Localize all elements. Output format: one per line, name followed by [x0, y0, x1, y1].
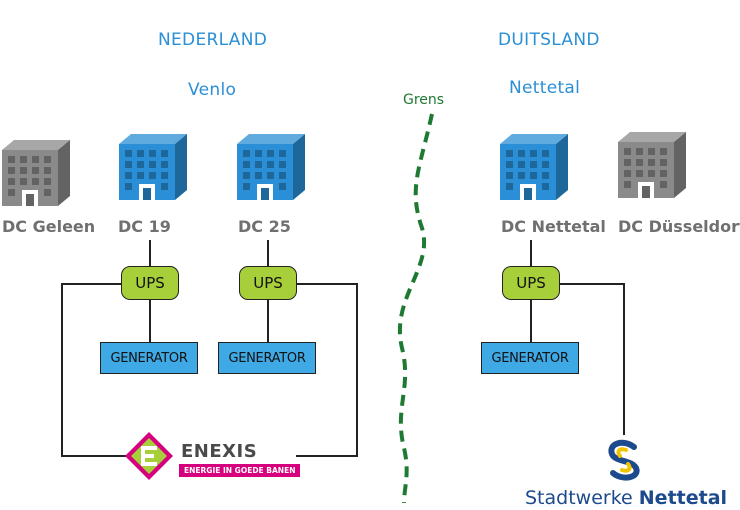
country-label-nederland: NEDERLAND: [158, 30, 268, 50]
border-label: Grens: [403, 92, 445, 108]
building-icon-dc-nettetal: [500, 134, 568, 200]
connector-line: [296, 455, 358, 457]
connector-line: [61, 455, 131, 457]
city-label-venlo: Venlo: [188, 80, 237, 100]
connector-line: [149, 240, 151, 266]
generator-box-dc-nettetal: GENERATOR: [481, 342, 579, 374]
connector-line: [61, 283, 63, 456]
building-icon-dc-dusseldorf: [618, 132, 686, 198]
connector-line: [356, 283, 358, 457]
connector-line: [530, 240, 532, 266]
city-label-nettetal: Nettetal: [509, 78, 581, 98]
dc-label-geleen: DC Geleen: [2, 217, 96, 236]
building-icon-dc-19: [119, 134, 187, 200]
country-label-duitsland: DUITSLAND: [498, 30, 600, 50]
connector-line: [61, 283, 121, 285]
enexis-tagline: ENERGIE IN GOEDE BANEN: [179, 464, 301, 477]
enexis-logo: ENEXIS ENERGIE IN GOEDE BANEN: [123, 430, 303, 482]
stadtwerke-logo-icon: [608, 439, 640, 481]
connector-line: [149, 300, 151, 342]
enexis-name: ENEXIS: [181, 441, 258, 462]
building-icon-dc-geleen: [2, 140, 70, 206]
ups-box-dc-19: UPS: [121, 266, 179, 300]
dc-label-nettetal: DC Nettetal: [501, 217, 606, 236]
connector-line: [530, 300, 532, 342]
stadtwerke-nettetal-logo: Stadtwerke Nettetal: [522, 438, 732, 510]
ups-box-dc-25: UPS: [239, 266, 297, 300]
dc-label-19: DC 19: [118, 217, 171, 236]
connector-line: [267, 240, 269, 266]
border-line: [398, 113, 434, 504]
generator-box-dc-19: GENERATOR: [100, 342, 198, 374]
enexis-logo-icon: [125, 432, 173, 480]
generator-box-dc-25: GENERATOR: [218, 342, 316, 374]
ups-box-dc-nettetal: UPS: [502, 266, 560, 300]
connector-line: [623, 283, 625, 435]
dc-label-25: DC 25: [238, 217, 291, 236]
connector-line: [296, 283, 358, 285]
connector-line: [267, 300, 269, 342]
connector-line: [559, 283, 625, 285]
building-icon-dc-25: [237, 134, 305, 200]
dc-label-dusseldorf: DC Düsseldorf: [618, 217, 740, 236]
stadtwerke-name: Stadtwerke Nettetal: [525, 487, 728, 509]
